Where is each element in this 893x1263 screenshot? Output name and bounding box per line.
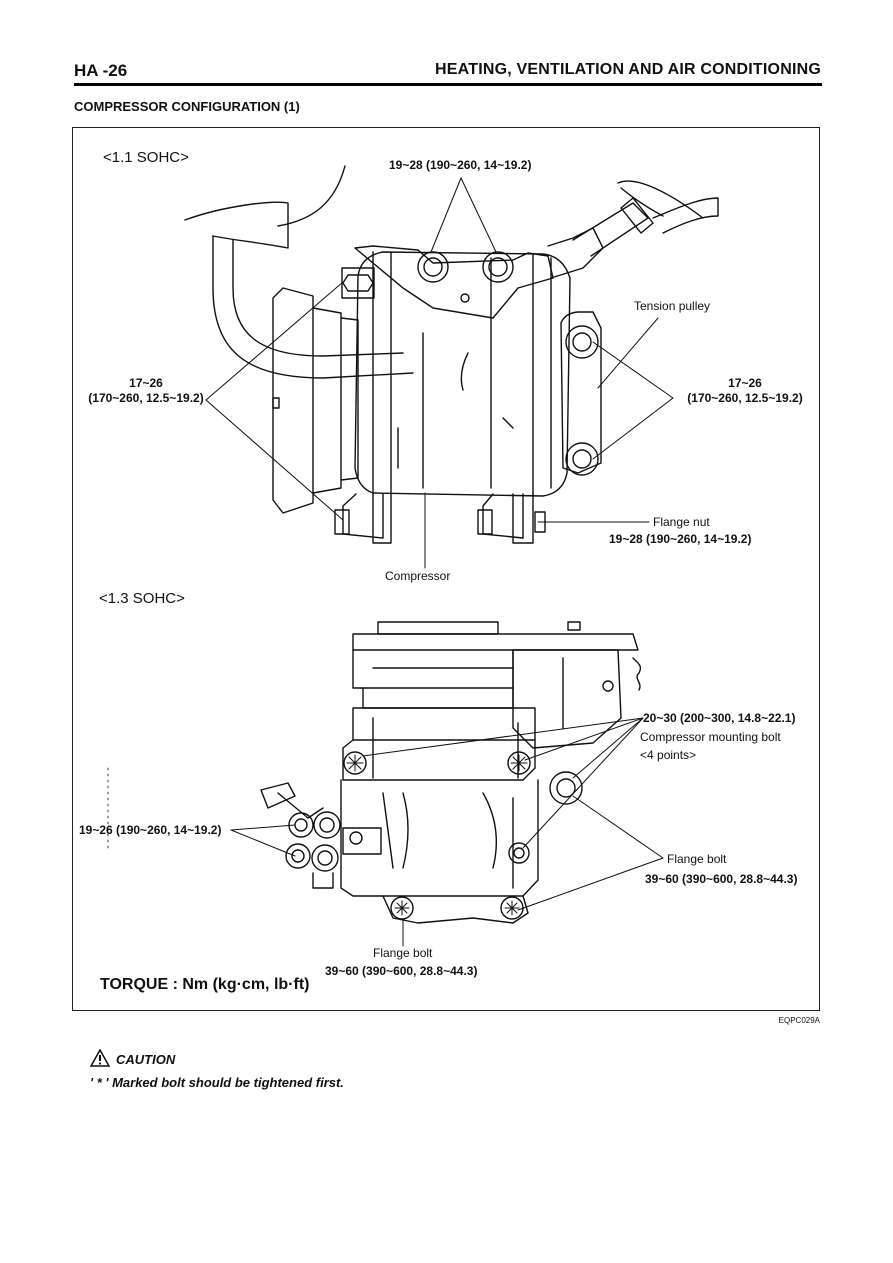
left-bolts-torque-lower: 19~26 (190~260, 14~19.2) (79, 823, 222, 837)
mounting-bolt-label: Compressor mounting bolt (640, 730, 781, 744)
caution-heading: CAUTION (89, 1048, 176, 1070)
section-title: COMPRESSOR CONFIGURATION (1) (74, 99, 300, 114)
chapter-title: HEATING, VENTILATION AND AIR CONDITIONIN… (435, 61, 821, 78)
mounting-points-label: <4 points> (640, 748, 697, 762)
right-bolts-torque-line1: 17~26 (728, 376, 762, 390)
flange-bolt-bottom-label: Flange bolt (373, 946, 433, 960)
warning-triangle-icon (89, 1048, 111, 1070)
tension-pulley-label: Tension pulley (634, 299, 711, 313)
upper-leader-lines (205, 177, 674, 569)
flange-bolt-right-torque: 39~60 (390~600, 28.8~44.3) (645, 872, 798, 886)
left-bolts-torque-line1: 17~26 (129, 376, 163, 390)
compressor-lower-drawing (107, 621, 642, 924)
lower-leader-lines (230, 717, 664, 947)
right-bolts-torque-line2: (170~260, 12.5~19.2) (687, 391, 803, 405)
figure-code: EQPC029A (778, 1016, 820, 1025)
caution-title: CAUTION (116, 1052, 176, 1067)
flange-nut-torque: 19~28 (190~260, 14~19.2) (609, 532, 752, 546)
compressor-label: Compressor (385, 569, 451, 583)
flange-nut-label: Flange nut (653, 515, 710, 529)
variant-1-label: <1.1 SOHC> (103, 149, 189, 166)
compressor-drawing (107, 165, 719, 947)
mounting-bolt-torque: 20~30 (200~300, 14.8~22.1) (643, 711, 796, 725)
compressor-figure: <1.1 SOHC> 19~28 (190~260, 14~19.2) 17~2… (72, 127, 820, 1011)
page-number: HA -26 (74, 61, 128, 80)
caution-text: ' * ' Marked bolt should be tightened fi… (90, 1075, 344, 1090)
flange-bolt-right-label: Flange bolt (667, 852, 727, 866)
compressor-upper-drawing (184, 165, 719, 544)
flange-bolt-bottom-torque: 39~60 (390~600, 28.8~44.3) (325, 964, 478, 978)
torque-unit-label: TORQUE : Nm (kg·cm, lb·ft) (100, 976, 310, 993)
top-bolts-torque: 19~28 (190~260, 14~19.2) (389, 158, 532, 172)
variant-2-label: <1.3 SOHC> (99, 590, 185, 607)
header-rule (74, 83, 822, 86)
left-bolts-torque-line2: (170~260, 12.5~19.2) (88, 391, 204, 405)
